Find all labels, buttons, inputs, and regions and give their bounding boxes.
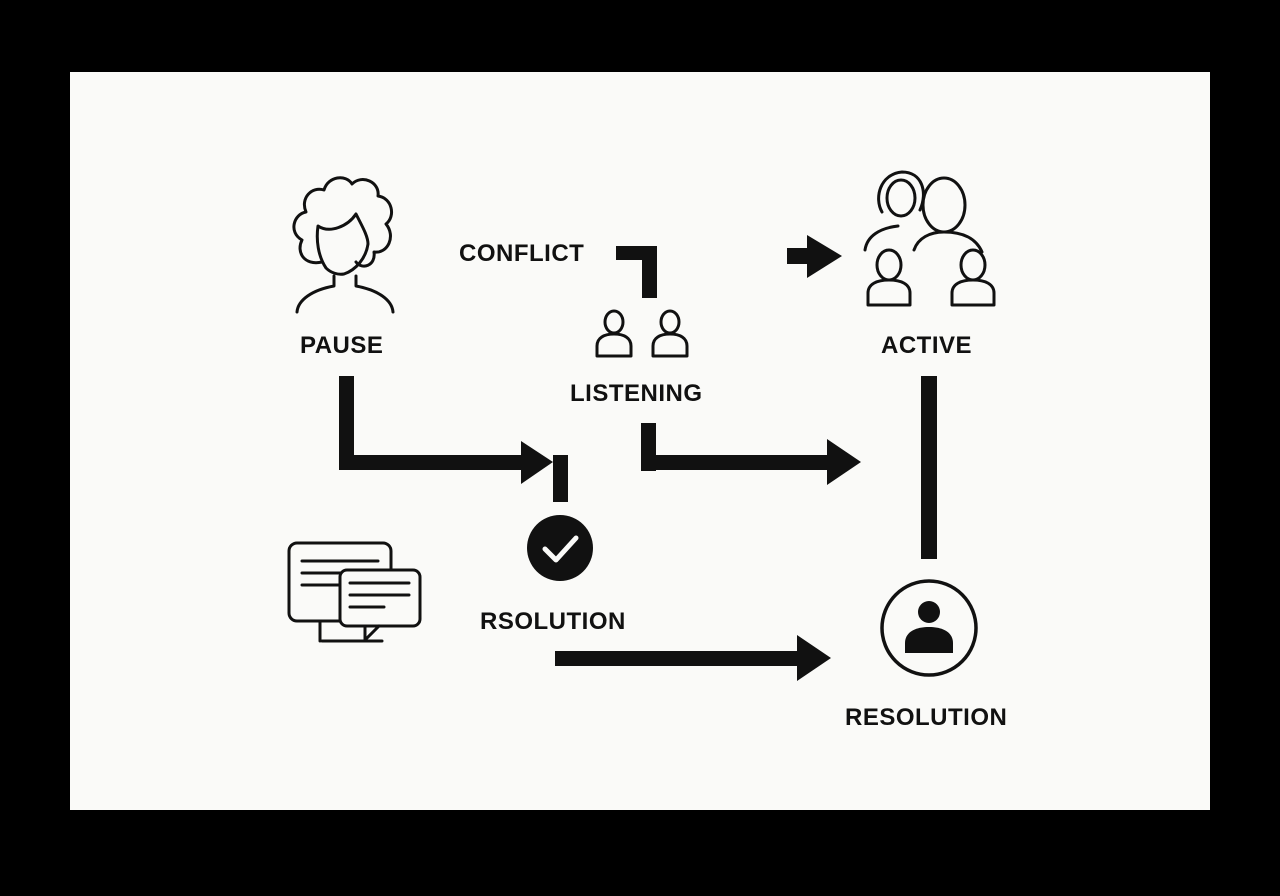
arrowhead-pause (521, 441, 553, 484)
label-active: ACTIVE (881, 332, 973, 359)
connector-rsolution-horizontal (555, 651, 803, 666)
arrowhead-active (807, 235, 842, 278)
label-rsolution: RSOLUTION (480, 608, 626, 635)
label-listening: LISTENING (570, 380, 703, 407)
connector-conflict-vertical (642, 246, 657, 298)
diagram-connectors (339, 235, 937, 681)
arrowhead-listening (827, 439, 861, 485)
document-screens-icon (287, 541, 422, 643)
connector-listening-horizontal (641, 455, 831, 470)
connector-active-vertical (921, 376, 937, 559)
two-people-icon (595, 309, 689, 358)
connector-pause-horizontal (339, 455, 527, 470)
person-circle-icon (880, 579, 978, 677)
connector-active-stub (787, 248, 809, 264)
connector-pause-vertical (339, 376, 354, 470)
label-pause: PAUSE (300, 332, 384, 359)
curly-haired-person-icon (292, 176, 395, 314)
connector-check-vertical (553, 455, 568, 502)
check-circle-icon (527, 515, 593, 581)
diagram-canvas (70, 72, 1210, 810)
label-resolution: RESOLUTION (845, 704, 1008, 731)
family-group-icon (863, 170, 996, 307)
arrowhead-rsolution (797, 635, 831, 681)
label-conflict: CONFLICT (459, 240, 585, 267)
